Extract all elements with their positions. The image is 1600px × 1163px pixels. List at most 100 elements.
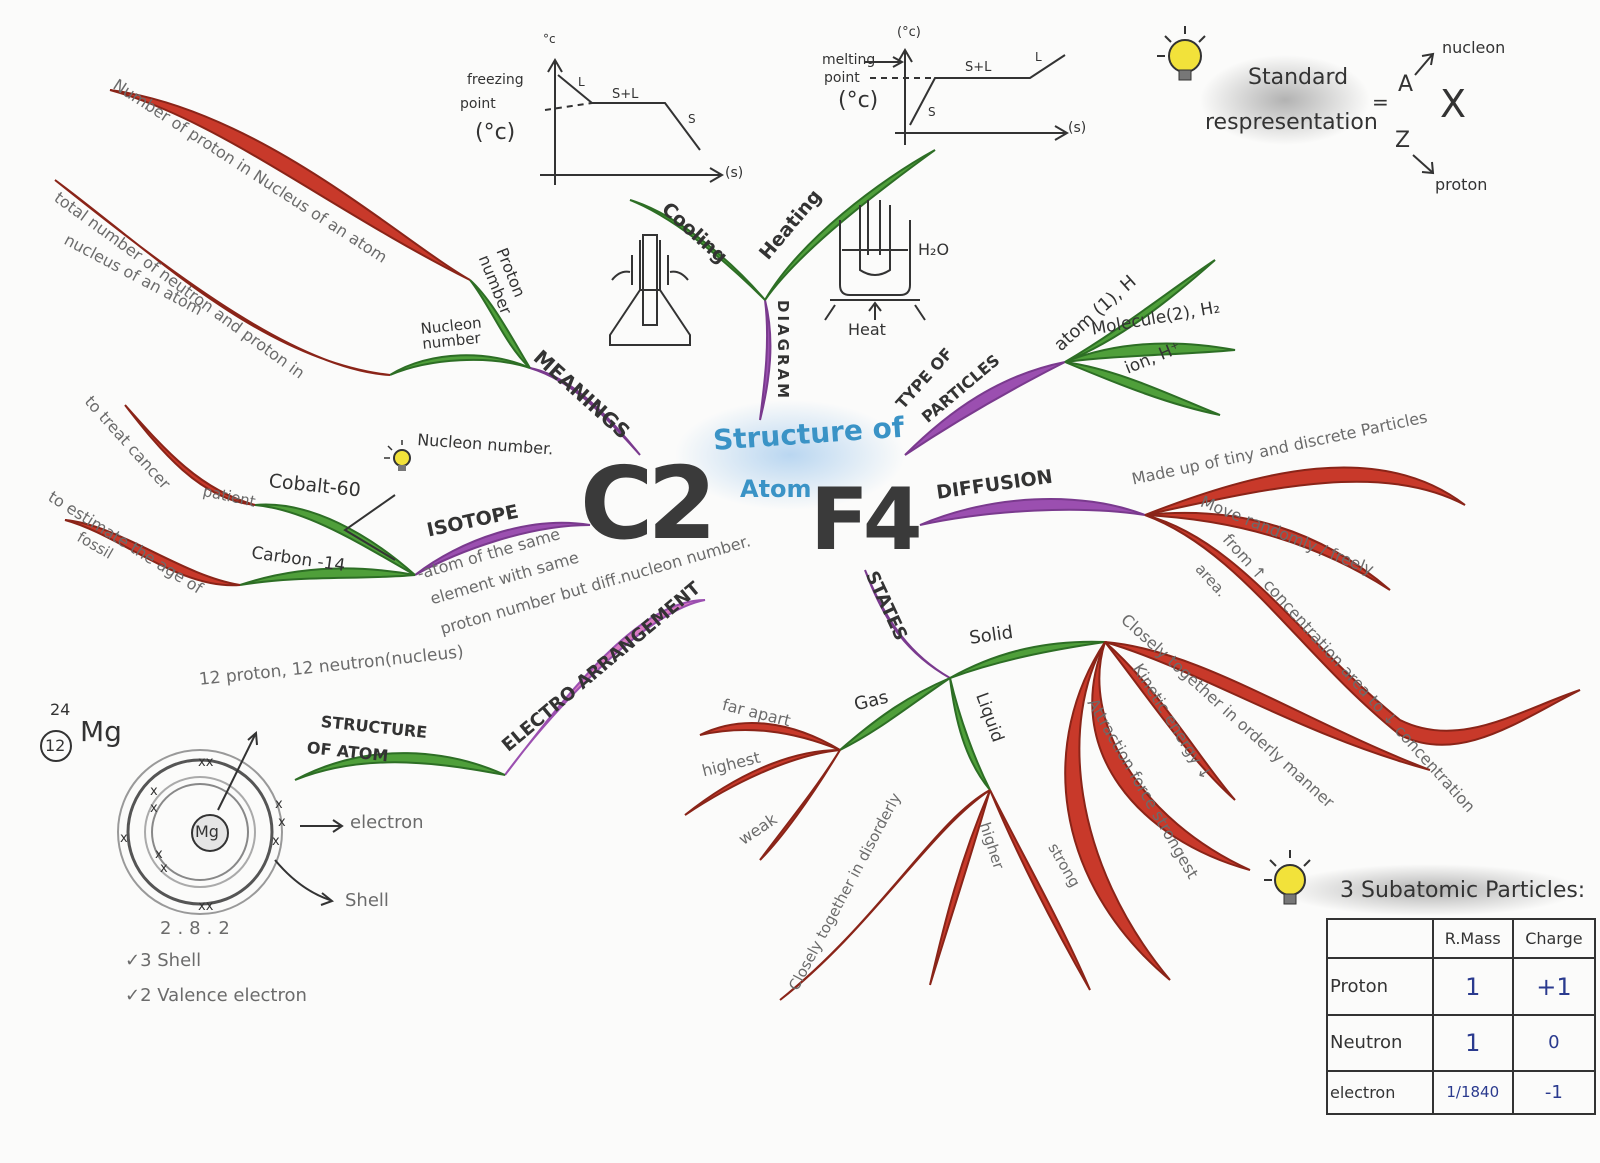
cooling-seg-s: S [688, 112, 696, 126]
ion-leaf [1064, 361, 1221, 416]
lightbulb-icon [384, 440, 411, 471]
valence-count: ✓2 Valence electron [125, 985, 307, 1006]
center-title-line2: Atom [740, 475, 812, 503]
table-header: R.Mass [1431, 917, 1514, 960]
melting-label-1: melting [822, 52, 876, 68]
heating-graph [865, 48, 1069, 145]
table-cell-mass: 1/1840 [1431, 1069, 1514, 1116]
heating-graph-x-unit: (s) [1068, 120, 1087, 136]
table-row: Neutron 1 0 [1326, 1013, 1597, 1072]
cooling-graph-y-unit: °c [543, 32, 556, 46]
carbon-use-leaf [64, 519, 241, 587]
lightbulb-icon [1264, 850, 1311, 905]
mg-symbol: Mg [80, 715, 122, 748]
liquid-leaf-1 [779, 789, 991, 1001]
isotope-bracket [343, 494, 396, 561]
table-row: electron 1/1840 -1 [1326, 1069, 1597, 1116]
cooling-leaf [629, 199, 766, 301]
proton-desc-leaf [109, 89, 471, 281]
table-header-row: R.Mass Charge [1326, 917, 1597, 960]
molecule-leaf [1064, 342, 1236, 363]
svg-text:x: x [160, 861, 168, 876]
svg-text:x: x [120, 831, 128, 846]
lightbulb-icon [1157, 26, 1206, 81]
freezing-label-2: point [460, 96, 496, 112]
cooling-graph-x-unit: (s) [725, 165, 744, 181]
diffusion-branch [919, 497, 1146, 526]
c2-code: C2 [580, 445, 717, 562]
mg-atom-diagram [117, 730, 344, 915]
atom-leaf [1064, 259, 1216, 363]
svg-text:xx: xx [198, 899, 214, 914]
table-cell-mass: 1 [1431, 957, 1514, 1016]
table-row: Proton 1 +1 [1326, 957, 1597, 1016]
melting-label-3: (°c) [838, 88, 879, 113]
shell-pointer: Shell [345, 890, 389, 911]
table-cell-name: electron [1326, 1069, 1434, 1116]
solid-leaf-3 [1091, 641, 1251, 871]
cooling-seg-l: L [578, 75, 585, 89]
solid-leaf-4 [1064, 641, 1171, 981]
shell-count: ✓3 Shell [125, 950, 202, 971]
standard-arrows [1412, 52, 1435, 175]
gas-leaf-2 [684, 749, 841, 816]
subatomic-table: R.Mass Charge Proton 1 +1 Neutron 1 0 el… [1326, 917, 1597, 1116]
cobalt-use-leaf [124, 404, 256, 506]
nucleon-pointer: nucleon [1442, 38, 1506, 57]
table-cell-charge: +1 [1511, 957, 1597, 1016]
melting-label-2: point [824, 70, 860, 86]
atomic-number-circle [40, 730, 72, 762]
svg-text:x: x [155, 847, 163, 862]
table-cell-name: Proton [1326, 957, 1434, 1016]
atomic-number-z: Z [1395, 128, 1411, 153]
structure-of-atom-leaf [294, 752, 506, 781]
mg-core: Mg [195, 822, 219, 841]
element-x: X [1440, 82, 1467, 126]
electron-config: 2.8.2 [160, 918, 236, 939]
center-halo [675, 400, 905, 510]
heating-seg-sl: S+L [965, 60, 992, 75]
gas-leaf-1 [699, 722, 841, 751]
table-header [1326, 917, 1434, 960]
heating-seg-s: S [928, 105, 936, 119]
standard-label-2: respresentation [1205, 110, 1378, 135]
table-cell-charge: 0 [1511, 1013, 1597, 1072]
cooling-apparatus-icon [609, 234, 691, 346]
heat-label: Heat [848, 320, 886, 339]
mass-number: 24 [50, 700, 71, 719]
diagram-branch [759, 299, 772, 421]
diffusion-leaf-2 [1144, 511, 1391, 591]
table-cell-mass: 1 [1431, 1013, 1514, 1072]
heating-leaf [764, 149, 936, 301]
solid-leaf-2 [1104, 641, 1236, 801]
svg-text:x: x [278, 815, 286, 830]
subatomic-halo [1280, 864, 1580, 916]
subatomic-title: 3 Subatomic Particles: [1340, 878, 1586, 903]
freezing-label-1: freezing [467, 72, 524, 88]
diffusion-leaf-1 [1144, 466, 1466, 516]
heating-graph-y-unit: (°c) [897, 25, 921, 40]
svg-text:x: x [150, 801, 158, 816]
cooling-graph [540, 58, 724, 185]
liquid-leaf-3 [989, 789, 1091, 991]
diffusion-leaf-3 [1144, 514, 1581, 746]
mg-electrons: xx xx x x x x x x x x [120, 755, 286, 914]
solid-leaf-1 [1104, 641, 1431, 771]
proton-pointer: proton [1435, 175, 1488, 194]
heating-seg-l: L [1035, 50, 1042, 64]
electro-branch [504, 599, 706, 776]
svg-text:x: x [275, 797, 283, 812]
diagram-label: DIAGRAM [774, 300, 792, 402]
heating-apparatus-icon [824, 200, 926, 321]
standard-eq: = [1372, 90, 1389, 114]
freezing-label-3: (°c) [475, 120, 516, 145]
svg-text:xx: xx [198, 755, 214, 770]
table-header: Charge [1511, 917, 1597, 960]
nucleon-number-leaf [389, 354, 531, 376]
mass-number-a: A [1398, 72, 1414, 97]
table-cell-name: Neutron [1326, 1013, 1434, 1072]
nucleon-desc-leaf [54, 179, 391, 376]
standard-halo [1200, 55, 1370, 145]
